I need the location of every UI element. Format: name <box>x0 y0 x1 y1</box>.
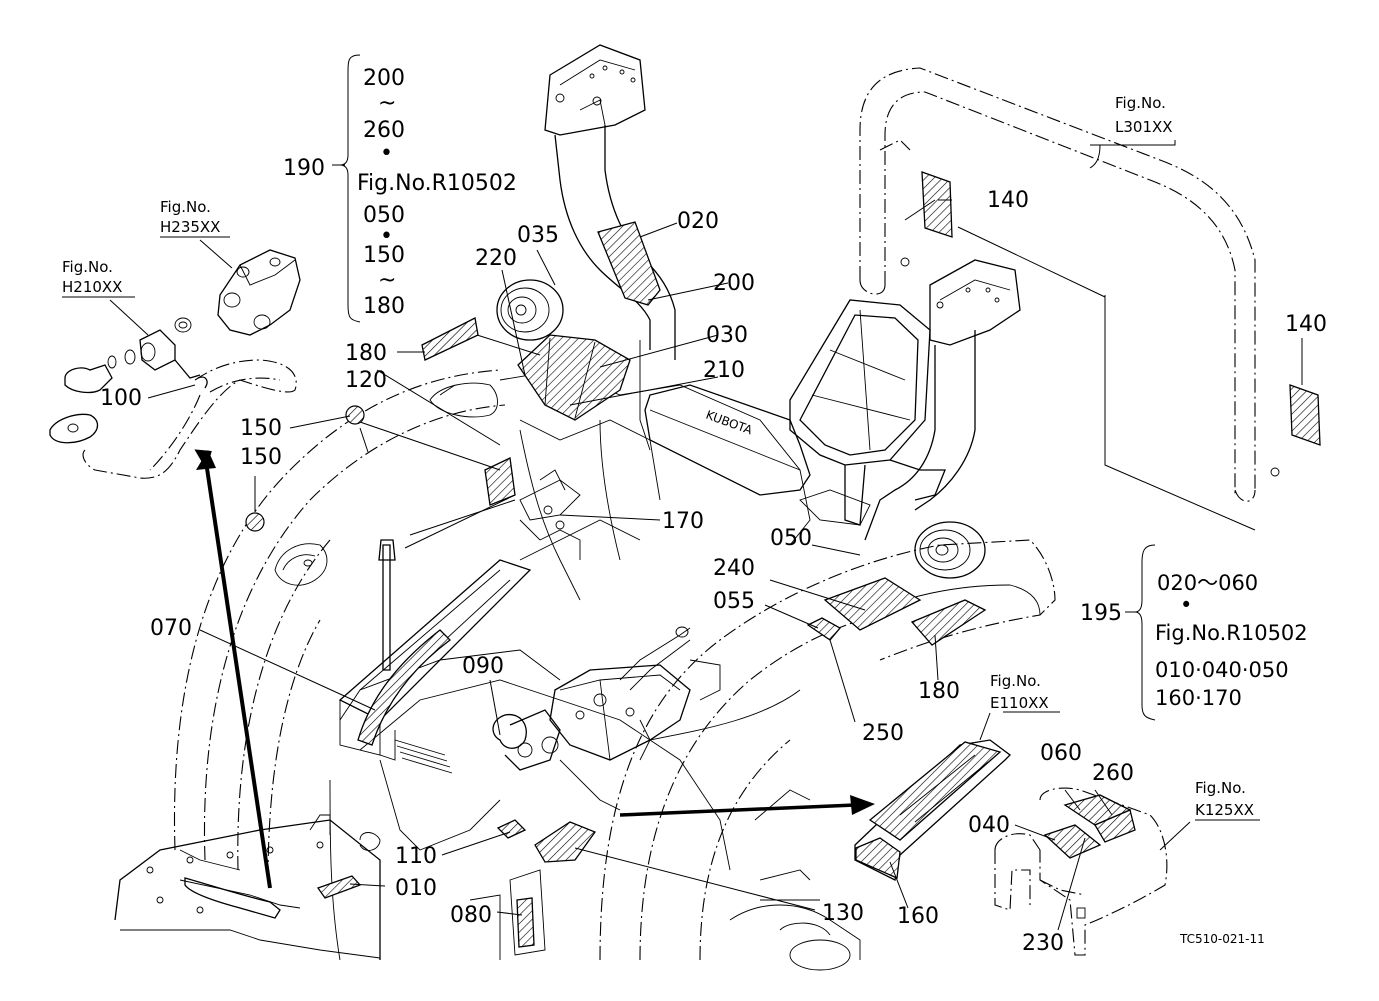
seat <box>789 299 946 526</box>
decal-080 <box>516 897 535 948</box>
hydraulic-fittings <box>49 249 301 479</box>
brace-left-line: Fig.No.R10502 <box>357 171 517 196</box>
leader-lines <box>62 54 1303 931</box>
brace-left-group: 190 200 ~ 260 • Fig.No.R10502 050 • 150 … <box>283 66 517 319</box>
figure-code: TC510-021-11 <box>1179 932 1265 946</box>
fig-ref-prefix: Fig.No. <box>160 198 211 216</box>
figure-references: Fig.No. H235XX Fig.No. H210XX Fig.No. L3… <box>62 94 1254 819</box>
callout-label: 260 <box>1092 761 1134 786</box>
fig-ref-code: E110XX <box>990 694 1049 712</box>
fig-ref-code: L301XX <box>1115 118 1173 136</box>
decal-130 <box>534 821 597 863</box>
brand-plate: KUBOTA <box>704 408 755 438</box>
part-callouts: 020 035 220 200 030 180 120 210 100 150 … <box>100 188 1327 956</box>
decal-180-top <box>421 317 479 361</box>
callout-label: 140 <box>987 188 1029 213</box>
flasher-lamp-right <box>914 521 986 579</box>
decal-240 <box>823 577 922 631</box>
callout-label: 120 <box>345 368 387 393</box>
fig-ref-prefix: Fig.No. <box>62 258 113 276</box>
callout-label: 180 <box>345 341 387 366</box>
fig-ref-code: H235XX <box>160 218 220 236</box>
brace-left-line: 180 <box>363 294 405 319</box>
decal-055 <box>806 617 842 641</box>
brace-right-group: 195 020～060 • Fig.No.R10502 010·040·050 … <box>1080 571 1308 710</box>
rops-frame <box>859 67 1280 502</box>
brace-right-line: Fig.No.R10502 <box>1155 621 1308 645</box>
brace-left-line: • <box>380 224 393 249</box>
callout-label: 150 <box>240 445 282 470</box>
decal-020 <box>597 221 661 306</box>
flasher-lamp-left <box>496 279 564 341</box>
fig-ref-prefix: Fig.No. <box>1115 94 1166 112</box>
brace-left-line: ~ <box>378 268 396 293</box>
step-plate <box>854 739 1011 881</box>
brace-left-line: ~ <box>378 91 396 116</box>
brace-left-label: 190 <box>283 156 325 181</box>
decal-030 <box>517 334 631 421</box>
rear-cover <box>994 787 1168 956</box>
decal-180-right <box>910 599 987 646</box>
brace-right-line: 160·170 <box>1155 686 1242 710</box>
arrows <box>194 449 875 889</box>
callout-label: 140 <box>1285 312 1327 337</box>
callout-label: 160 <box>897 904 939 929</box>
callout-label: 055 <box>713 589 755 614</box>
callout-label: 200 <box>713 271 755 296</box>
callout-label: 030 <box>706 323 748 348</box>
decal-140-left <box>921 171 953 238</box>
decal-120 <box>484 457 516 506</box>
callout-label: 080 <box>450 903 492 928</box>
brace-right-line: 010·040·050 <box>1155 658 1289 682</box>
rops-lower-post-right <box>864 259 1021 541</box>
callout-label: 050 <box>770 526 812 551</box>
brace-left-line: 150 <box>363 243 405 268</box>
callout-label: 180 <box>918 679 960 704</box>
callout-label: 035 <box>517 223 559 248</box>
decal-140-right <box>1289 384 1321 446</box>
callout-label: 150 <box>240 416 282 441</box>
callout-label: 010 <box>395 876 437 901</box>
callout-label: 170 <box>662 509 704 534</box>
brace-left-line: 260 <box>363 118 405 143</box>
decal-040 <box>1043 824 1102 859</box>
callout-label: 130 <box>822 901 864 926</box>
callout-label: 210 <box>703 358 745 383</box>
callout-label: 230 <box>1022 931 1064 956</box>
callout-label: 040 <box>968 813 1010 838</box>
fig-ref-code: K125XX <box>1195 801 1254 819</box>
knob-150-upper <box>345 405 365 425</box>
callout-label: 020 <box>677 209 719 234</box>
callout-label: 060 <box>1040 741 1082 766</box>
callout-label: 240 <box>713 556 755 581</box>
callout-label: 250 <box>862 721 904 746</box>
brace-right-line: 020～060 <box>1157 571 1258 595</box>
fig-ref-code: H210XX <box>62 278 122 296</box>
callout-label: 070 <box>150 616 192 641</box>
callout-label: 100 <box>100 386 142 411</box>
decal-010 <box>316 875 362 899</box>
fig-ref-prefix: Fig.No. <box>1195 779 1246 797</box>
fig-ref-prefix: Fig.No. <box>990 672 1041 690</box>
decals <box>316 171 1321 948</box>
callout-label: 090 <box>462 654 504 679</box>
brace-left-line: • <box>380 141 393 166</box>
brace-right-line: • <box>1180 593 1192 617</box>
decal-110 <box>496 819 527 839</box>
callout-label: 110 <box>395 844 437 869</box>
brace-left-line: 200 <box>363 66 405 91</box>
brace-right-label: 195 <box>1080 601 1122 626</box>
knob-150-lower <box>245 512 265 532</box>
brace-left-line: 050 <box>363 203 405 228</box>
decal-260 <box>1094 809 1136 843</box>
callout-label: 220 <box>475 246 517 271</box>
